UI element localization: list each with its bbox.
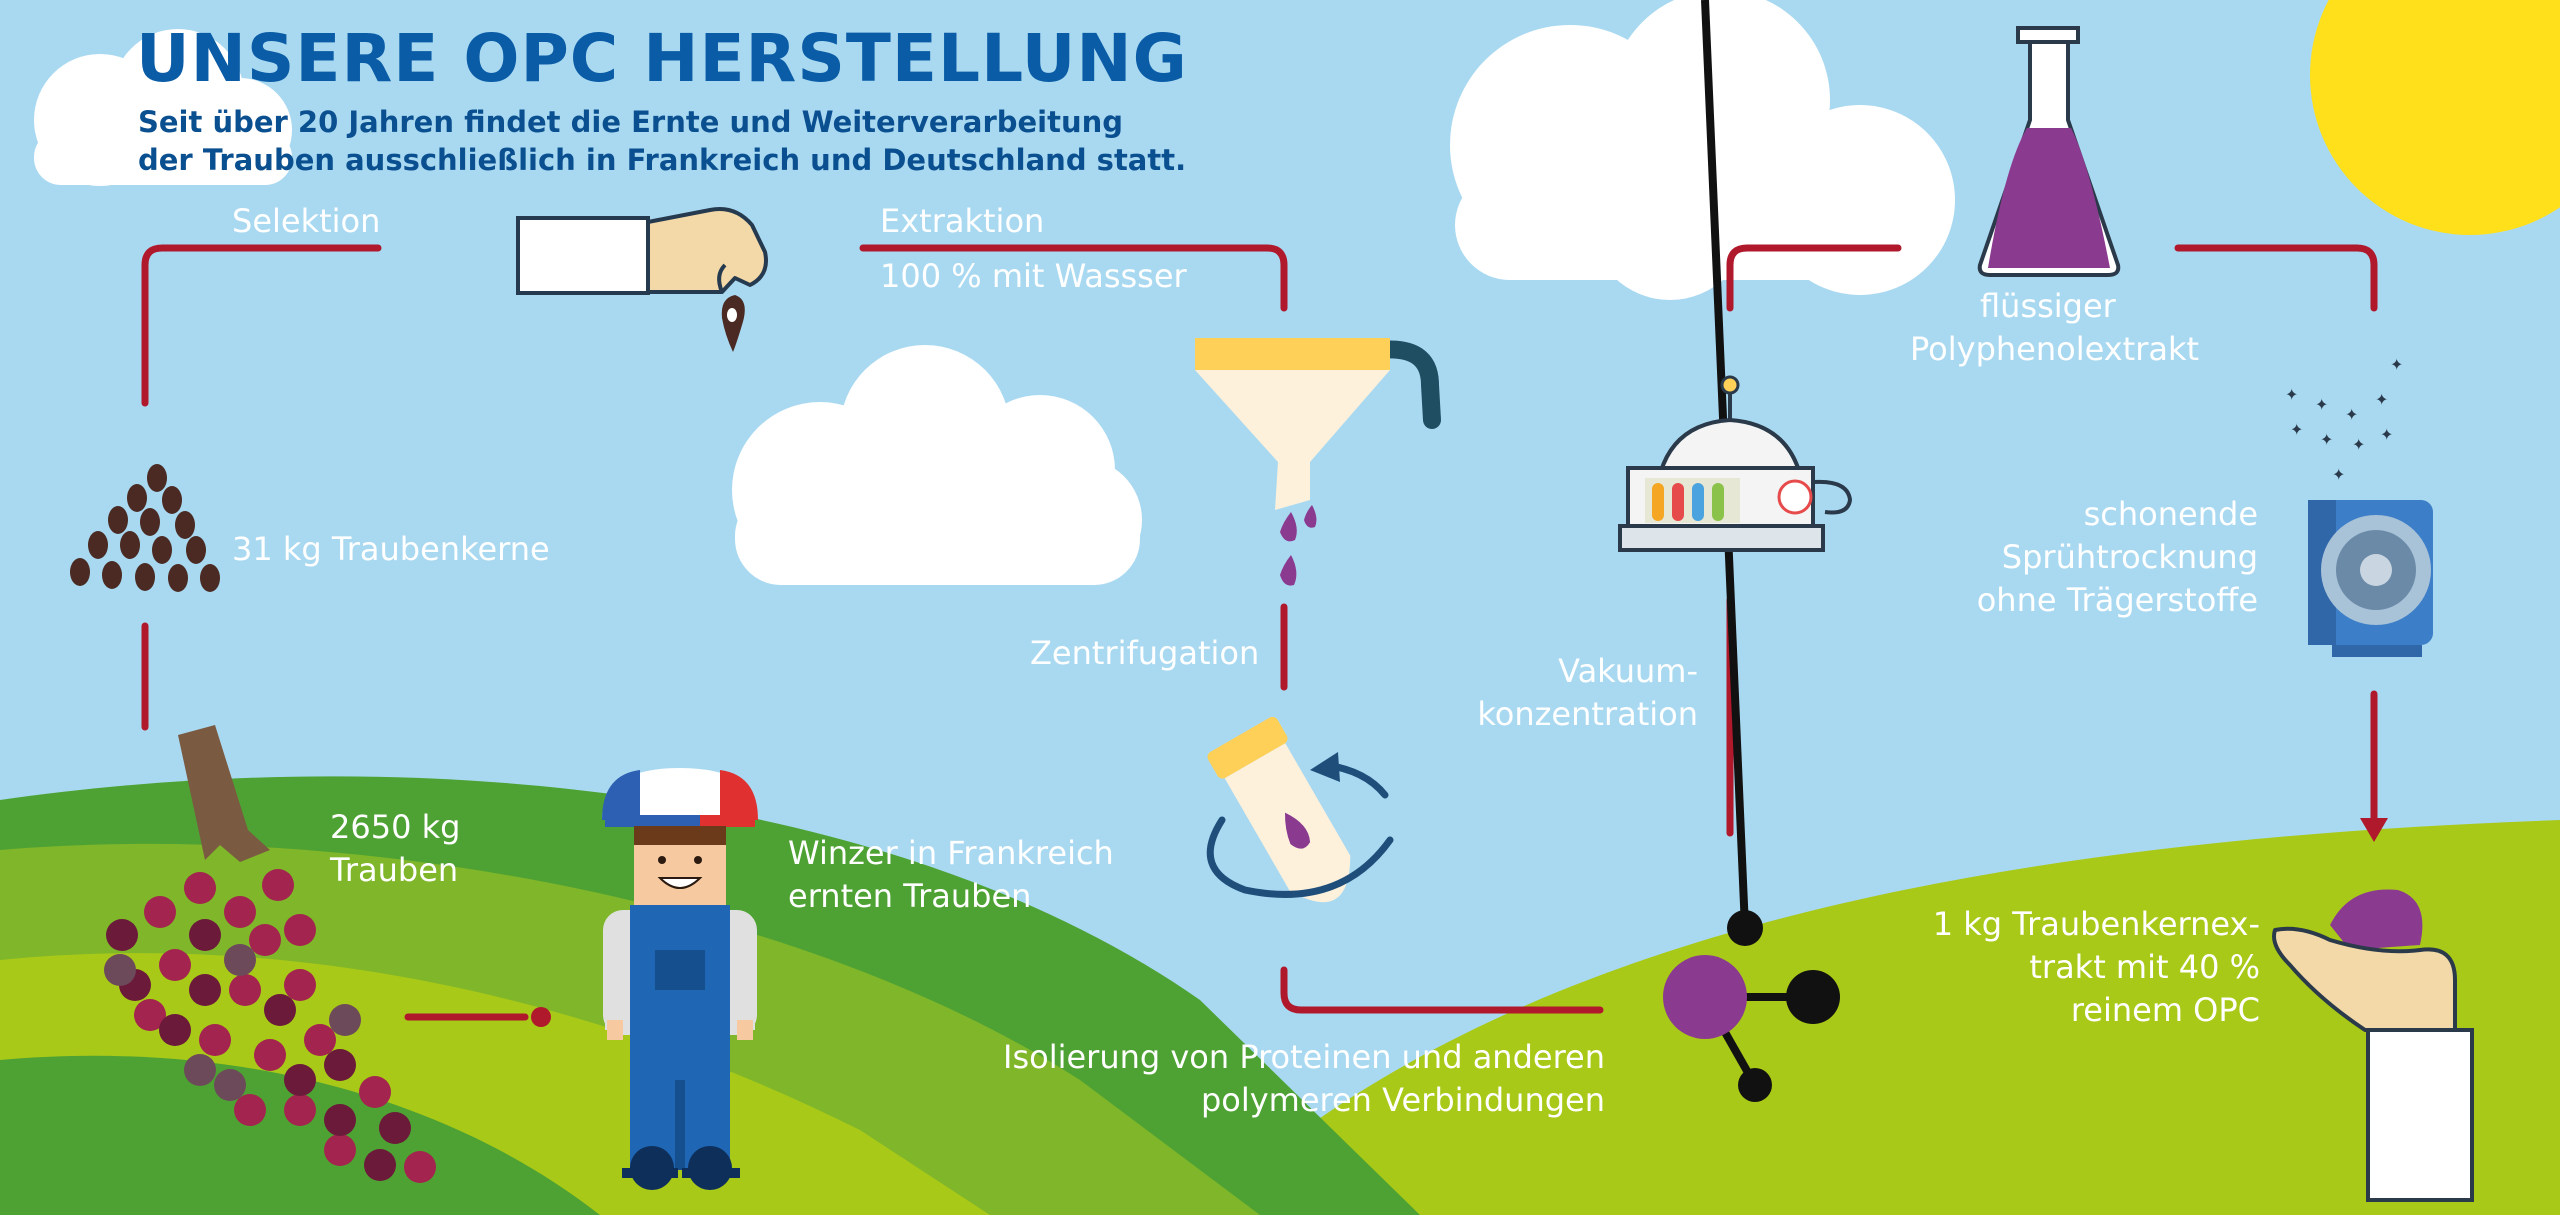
label-vakuumkonzentration: Vakuum- konzentration bbox=[1440, 650, 1698, 736]
label-trauben: 2650 kg Trauben bbox=[330, 806, 460, 892]
svg-text:✦: ✦ bbox=[2352, 435, 2365, 454]
svg-text:✦: ✦ bbox=[2285, 385, 2298, 404]
label-fluessig-line-1: flüssiger bbox=[1980, 287, 2116, 325]
label-extraktion: Extraktion bbox=[880, 202, 1045, 240]
hand-picking-seed-icon bbox=[516, 207, 768, 352]
label-spruehtrocknung: schonende Sprühtrocknung ohne Trägerstof… bbox=[1900, 493, 2258, 622]
sun-icon bbox=[2310, 0, 2560, 235]
label-ergebnis: 1 kg Traubenkernex- trakt mit 40 % reine… bbox=[1880, 903, 2260, 1032]
label-extraktion-detail: 100 % mit Wassser bbox=[880, 257, 1187, 295]
cloud-top-left bbox=[34, 29, 292, 186]
svg-text:✦: ✦ bbox=[2320, 430, 2333, 449]
label-fluessiger-polyphenolextrakt: flüssiger Polyphenolextrakt bbox=[1910, 285, 2199, 371]
hill-front-dark bbox=[0, 1055, 600, 1215]
flow-dot bbox=[531, 1007, 551, 1027]
grape-seeds-icon bbox=[70, 464, 220, 592]
hill-right bbox=[1200, 820, 2560, 1215]
grape-cluster-icon bbox=[104, 725, 436, 1183]
subtitle-line-2: der Trauben ausschließlich in Frankreich… bbox=[138, 143, 1187, 177]
spray-dryer-fan-icon: ✦✦✦✦✦ ✦✦✦✦✦ bbox=[2285, 355, 2433, 657]
svg-text:✦: ✦ bbox=[2332, 465, 2345, 484]
process-flow-line bbox=[141, 244, 2378, 1021]
label-winzer-line-2: ernten Trauben bbox=[788, 877, 1032, 915]
label-traubenkerne: 31 kg Traubenkerne bbox=[232, 530, 550, 568]
svg-text:✦: ✦ bbox=[2345, 405, 2358, 424]
cloud-top-right bbox=[1450, 0, 1955, 300]
label-ergebnis-line-1: 1 kg Traubenkernex- bbox=[1932, 905, 2260, 943]
label-winzer: Winzer in Frankreich ernten Trauben bbox=[788, 832, 1114, 918]
svg-text:✦: ✦ bbox=[2375, 390, 2388, 409]
label-ergebnis-line-3: reinem OPC bbox=[2070, 991, 2260, 1029]
subtitle-line-1: Seit über 20 Jahren findet die Ernte und… bbox=[138, 105, 1124, 139]
label-spruehen-line-3: ohne Trägerstoffe bbox=[1976, 581, 2258, 619]
label-vakuum-line-2: konzentration bbox=[1477, 695, 1698, 733]
svg-text:✦: ✦ bbox=[2290, 420, 2303, 439]
funnel-pitcher-icon bbox=[1195, 338, 1441, 586]
label-vakuum-line-1: Vakuum- bbox=[1558, 652, 1698, 690]
cloud-center bbox=[732, 345, 1142, 585]
centrifuge-tube-icon bbox=[1206, 716, 1394, 903]
label-isolierung-line-1: Isolierung von Proteinen und anderen bbox=[1003, 1038, 1605, 1076]
page-subtitle: Seit über 20 Jahren findet die Ernte und… bbox=[138, 103, 1186, 179]
vacuum-evaporator-icon bbox=[1618, 375, 1853, 552]
label-trauben-line-2: Trauben bbox=[330, 851, 459, 889]
page-title: UNSERE OPC HERSTELLUNG bbox=[136, 20, 1188, 97]
label-ergebnis-line-2: trakt mit 40 % bbox=[2029, 948, 2260, 986]
label-spruehen-line-2: Sprühtrocknung bbox=[2001, 538, 2258, 576]
label-fluessig-line-2: Polyphenolextrakt bbox=[1910, 330, 2200, 368]
label-isolierung: Isolierung von Proteinen und anderen pol… bbox=[960, 1036, 1605, 1122]
label-winzer-line-1: Winzer in Frankreich bbox=[788, 834, 1114, 872]
hand-holding-powder-icon bbox=[2272, 889, 2474, 1202]
label-trauben-line-1: 2650 kg bbox=[330, 808, 461, 846]
svg-text:✦: ✦ bbox=[2315, 395, 2328, 414]
svg-text:✦: ✦ bbox=[2390, 355, 2403, 374]
label-zentrifugation: Zentrifugation bbox=[1030, 634, 1260, 672]
label-spruehen-line-1: schonende bbox=[2083, 495, 2258, 533]
flow-arrow-head bbox=[2360, 818, 2388, 842]
erlenmeyer-flask-icon bbox=[1977, 26, 2121, 277]
label-isolierung-line-2: polymeren Verbindungen bbox=[1200, 1081, 1605, 1119]
svg-text:✦: ✦ bbox=[2380, 425, 2393, 444]
winemaker-figure-icon bbox=[602, 768, 758, 1190]
label-selektion: Selektion bbox=[232, 202, 381, 240]
